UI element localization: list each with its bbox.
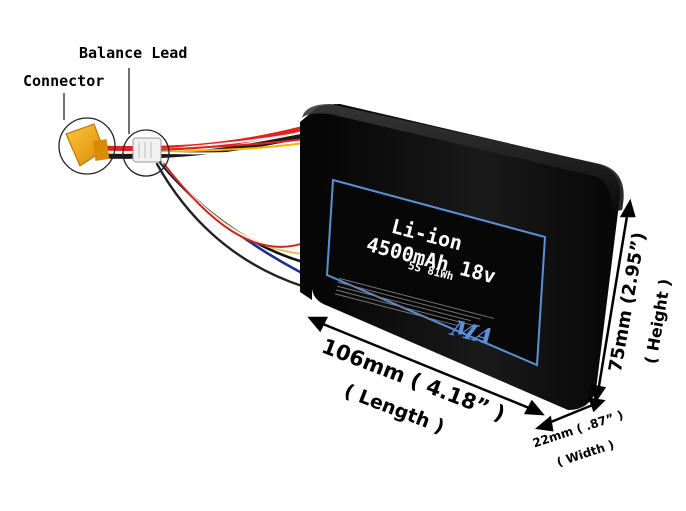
wire-harness: [97, 123, 315, 288]
battery-label-panel: [325, 178, 547, 367]
balance-connector: [132, 137, 162, 163]
length-dimension-arrow: [307, 316, 545, 416]
height-dimension-arrow: [590, 198, 636, 403]
connector-label: Connector: [23, 72, 105, 90]
xt-connector: [65, 123, 110, 167]
battery-top-edge: [302, 104, 624, 212]
connector-highlight-circle: [58, 117, 116, 175]
balance-lead-highlight-circle: [122, 129, 170, 177]
battery-side-face: [300, 112, 312, 300]
width-dimension-arrow: [535, 397, 606, 432]
balance-lead-label: Balance Lead: [79, 44, 188, 62]
